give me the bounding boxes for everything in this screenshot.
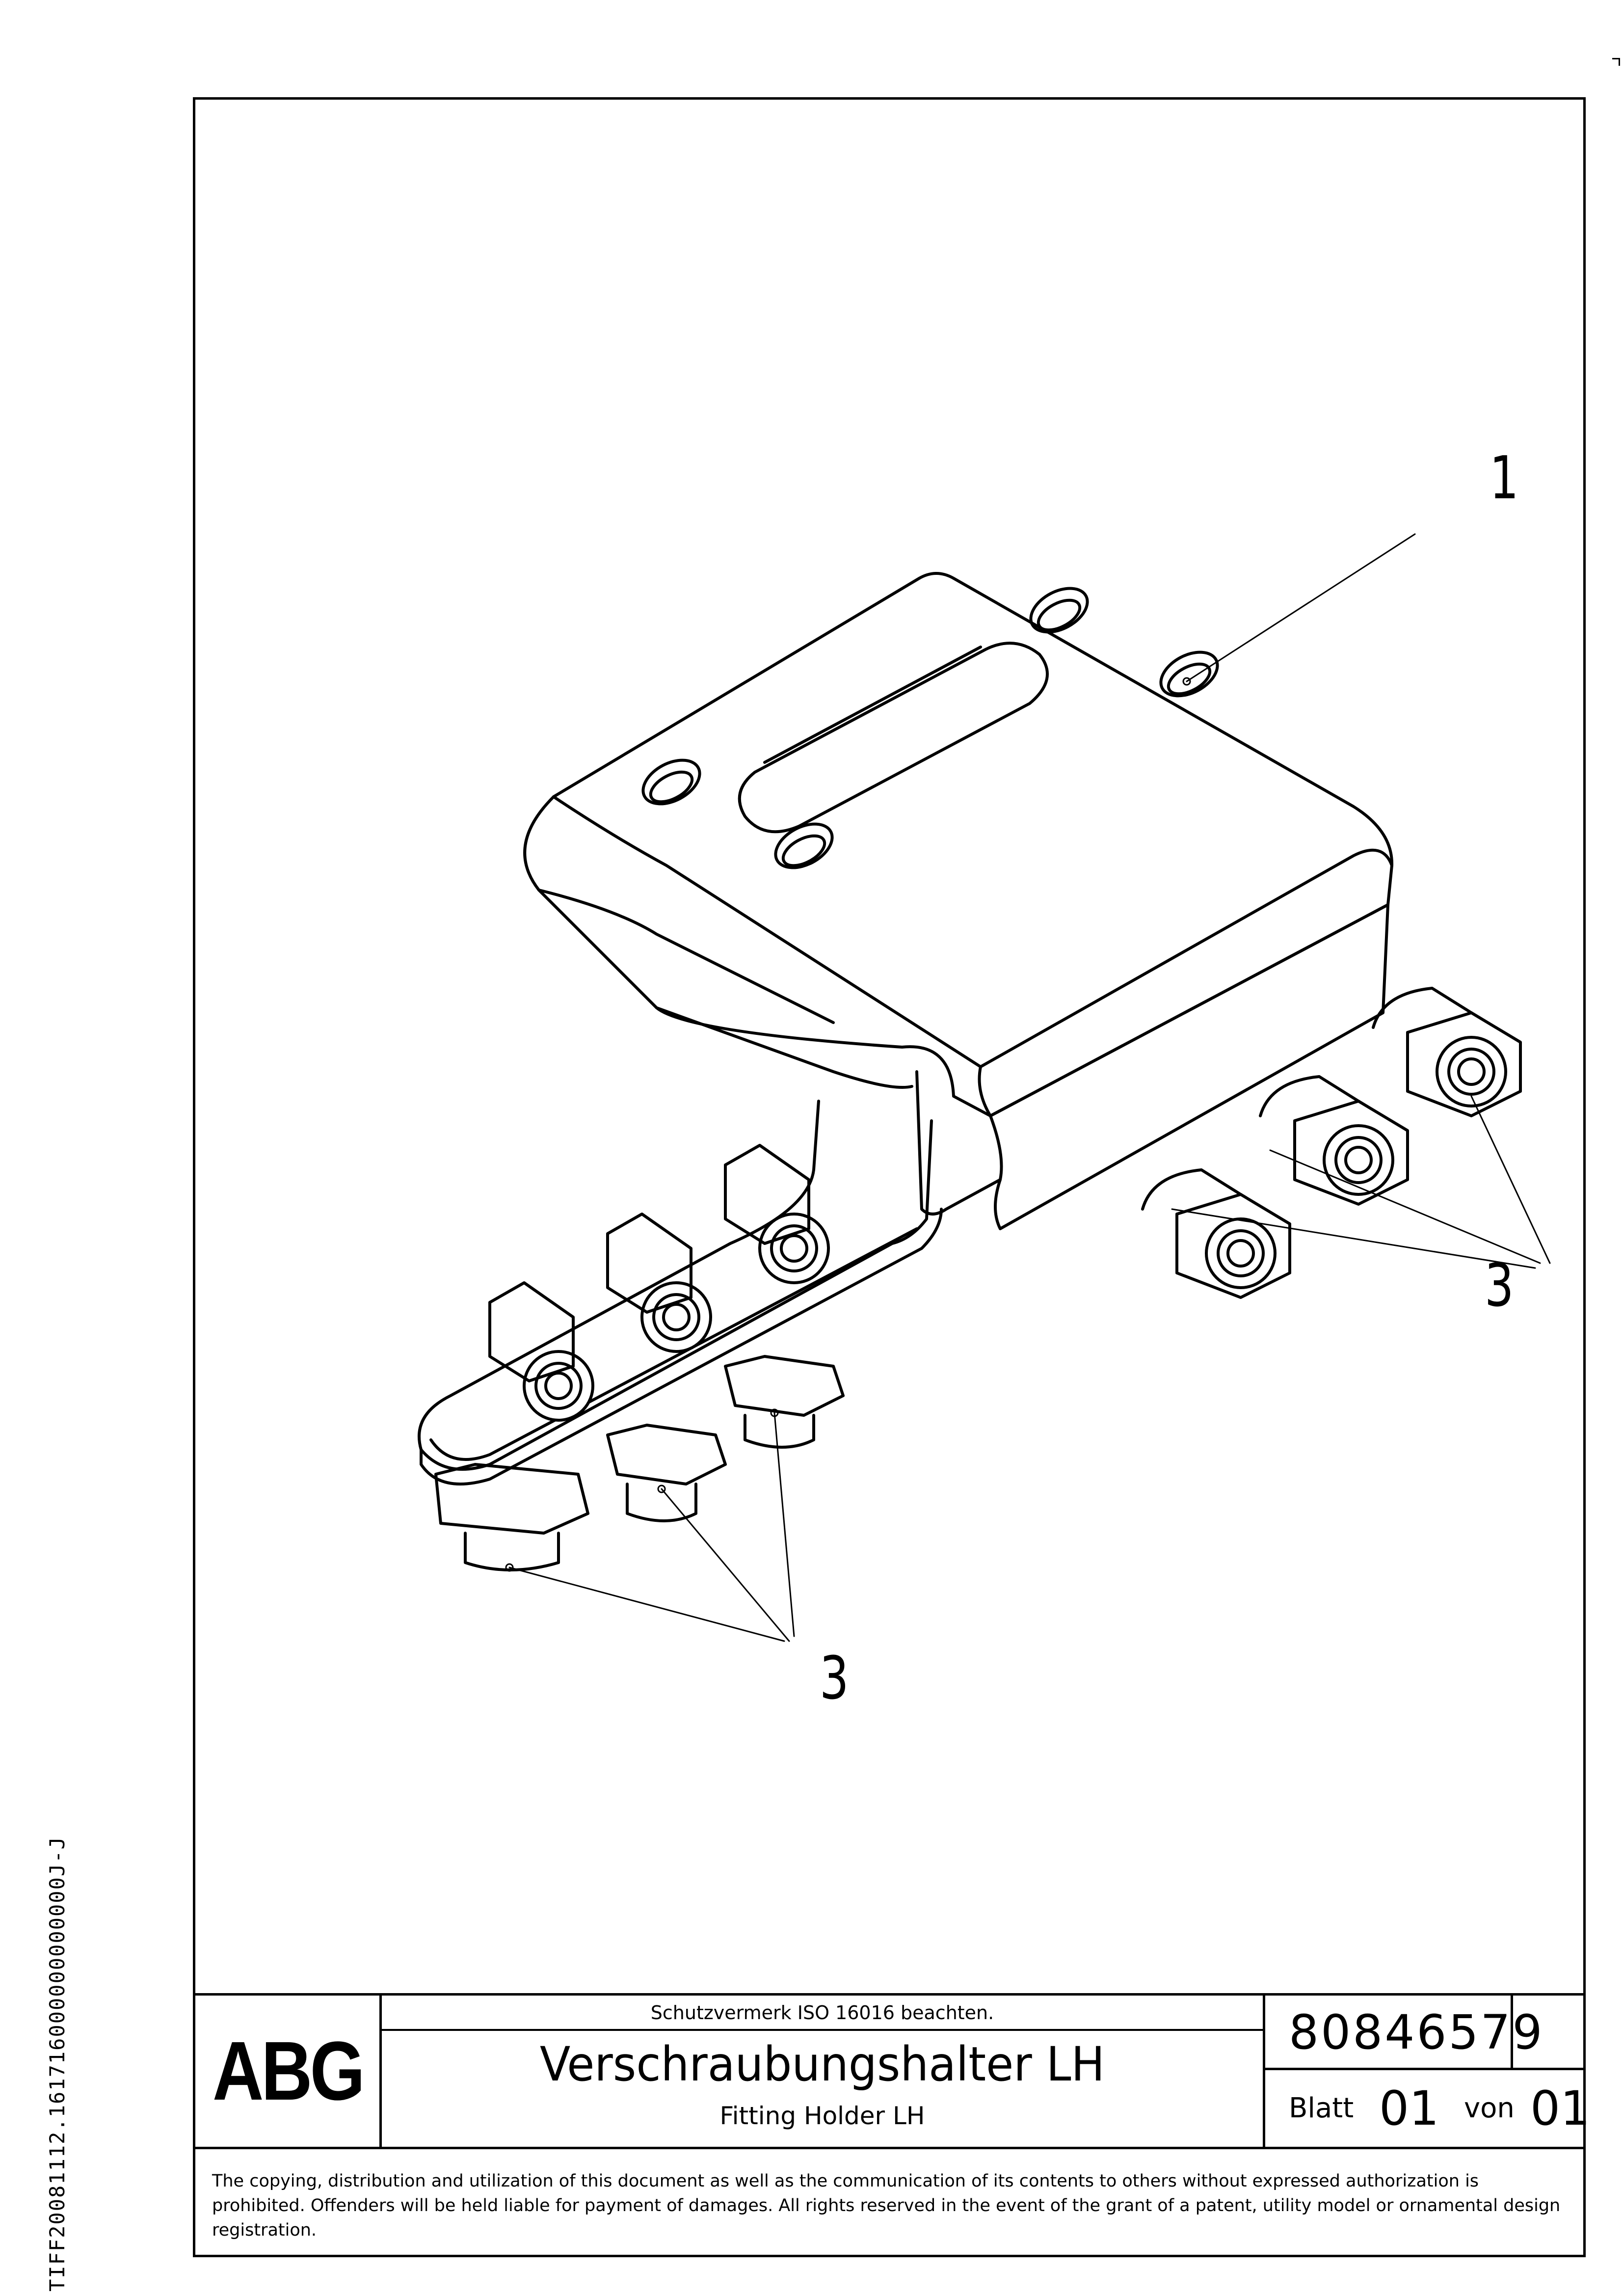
revision-cell [1513, 1996, 1586, 2070]
leader-lines [505, 533, 1551, 1642]
of-label: von [1464, 2092, 1515, 2124]
title-block: ABG Schutzvermerk ISO 16016 beachten. Ve… [195, 1993, 1590, 2147]
callout-1: 1 [1490, 444, 1519, 513]
sheet-info: Blatt 01 von 01 [1265, 2070, 1590, 2147]
copyright-notice: The copying, distribution and utilizatio… [195, 2147, 1583, 2255]
callout-3-right: 3 [1485, 1252, 1514, 1320]
drawing-title-de: Verschraubungshalter LH [539, 2037, 1105, 2092]
total-sheets: 01 [1530, 2081, 1591, 2136]
top-plate [523, 572, 1394, 1117]
drawing-frame [193, 97, 1586, 2257]
side-file-code: TIFF20081112.161716000000000000J-J [45, 1836, 69, 2292]
drawing-title-en: Fitting Holder LH [719, 2102, 925, 2130]
title-block-right: 80846579 Blatt 01 von 01 [1263, 1996, 1590, 2147]
corner-crop-mark [1612, 58, 1620, 66]
fitting-holder-illustration [418, 533, 1551, 1642]
company-logo: ABG [195, 1996, 382, 2147]
sheet-label: Blatt [1289, 2092, 1354, 2124]
lower-arm [418, 1100, 943, 1486]
sheet-number: 01 [1379, 2081, 1439, 2136]
part-number: 80846579 [1265, 1996, 1543, 2070]
protection-notice: Schutzvermerk ISO 16016 beachten. [382, 1996, 1263, 2031]
right-fittings [1141, 987, 1522, 1299]
logo-text: ABG [212, 2025, 365, 2118]
callout-3-bottom: 3 [820, 1645, 849, 1713]
technical-drawing [195, 100, 1583, 1995]
lower-fittings [434, 1144, 845, 1571]
